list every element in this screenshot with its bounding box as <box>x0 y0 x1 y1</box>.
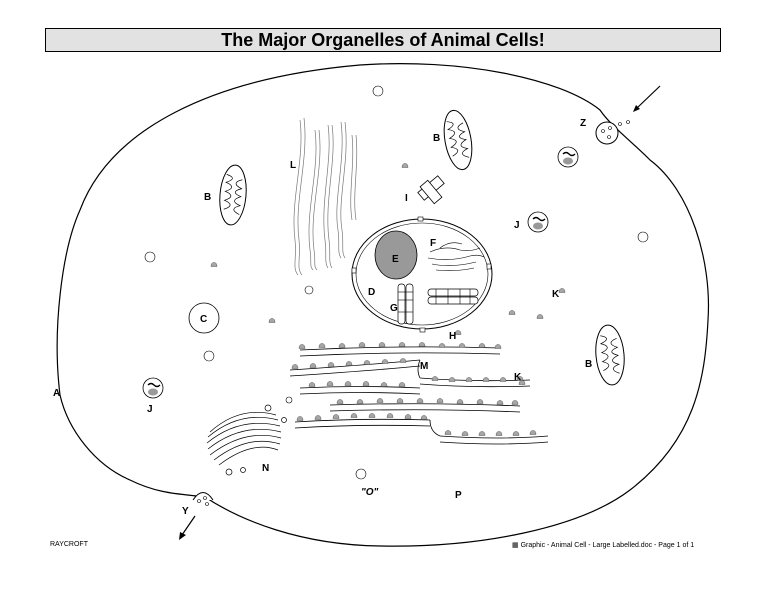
label-A: A <box>53 388 60 399</box>
footer-author: RAYCROFT <box>50 541 88 548</box>
arrow-out <box>182 516 195 535</box>
label-D: D <box>368 287 375 298</box>
label-J: J <box>514 220 520 231</box>
label-N: N <box>262 463 269 474</box>
document-icon: ▦ <box>512 542 519 549</box>
nuclear-pore <box>420 328 425 332</box>
label-K: K <box>552 289 560 300</box>
lysosome <box>558 147 578 167</box>
label-O: "O" <box>361 487 379 498</box>
nuclear-envelope <box>352 219 492 329</box>
nuclear-pore <box>352 268 356 273</box>
label-E: E <box>392 254 399 265</box>
label-H: H <box>449 331 456 342</box>
arrow-in <box>637 86 660 108</box>
label-F: F <box>430 238 436 249</box>
nuclear-pore <box>418 217 423 221</box>
label-P: P <box>455 490 462 501</box>
label-L: L <box>290 160 296 171</box>
label-J: J <box>147 404 153 415</box>
label-C: C <box>200 314 207 325</box>
nuclear-pore <box>487 264 491 269</box>
label-B: B <box>433 133 440 144</box>
label-B: B <box>585 359 592 370</box>
lysosome <box>143 378 163 398</box>
footer-document-info: ▦ Graphic - Animal Cell - Large Labelled… <box>512 541 694 549</box>
label-B: B <box>204 192 211 203</box>
label-Y: Y <box>182 506 189 517</box>
lysosome <box>528 212 548 232</box>
label-K: K <box>514 372 522 383</box>
label-Z: Z <box>580 118 586 129</box>
label-I: I <box>405 193 408 204</box>
footer-document-text: Graphic - Animal Cell - Large Labelled.d… <box>521 542 695 549</box>
label-M: M <box>420 361 428 372</box>
label-G: G <box>390 303 398 314</box>
